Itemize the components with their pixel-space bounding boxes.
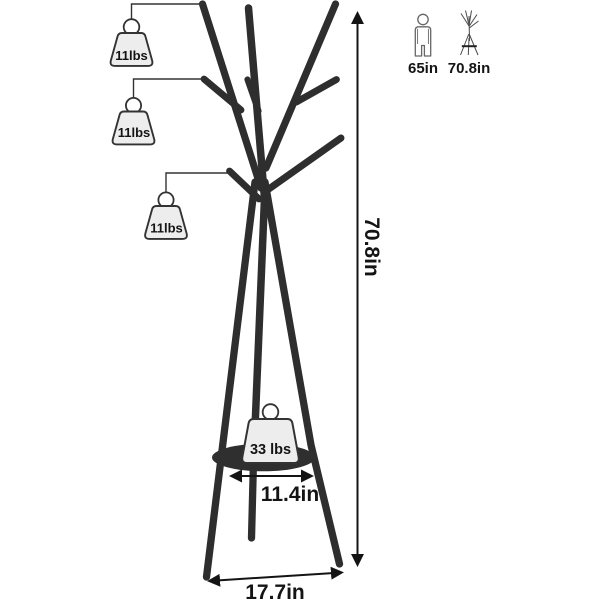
height-dimension: 70.8in bbox=[351, 11, 383, 567]
coat-rack-icon bbox=[460, 13, 470, 27]
weight-connector-line bbox=[165, 172, 230, 193]
weight-icon bbox=[111, 110, 156, 146]
rack-branch-top-right bbox=[262, 0, 340, 172]
hook-weight-1: 11lbs bbox=[109, 3, 203, 67]
coat-rack-icon bbox=[468, 14, 478, 27]
weight-capacity-label: 11lbs bbox=[150, 221, 183, 236]
coat-rack-icon bbox=[468, 15, 470, 42]
shelf-weight: 33 lbs bbox=[241, 403, 300, 464]
height-dimension-label: 70.8in bbox=[360, 217, 383, 277]
dimension-arrow bbox=[207, 566, 344, 587]
rack-branch-right-mid bbox=[262, 134, 345, 195]
rack-branch-stub bbox=[244, 76, 262, 115]
person-height-label: 65in bbox=[408, 60, 438, 77]
weight-connector-line bbox=[130, 3, 203, 20]
coat-rack-icon bbox=[468, 10, 472, 25]
shelf-diameter-dimension: 11.4in bbox=[229, 469, 319, 506]
weight-icon bbox=[241, 418, 300, 464]
hook-weight-2: 11lbs bbox=[111, 78, 203, 146]
coat-rack-icon bbox=[460, 33, 470, 56]
person-icon bbox=[417, 13, 429, 26]
coat-rack bbox=[198, 0, 345, 581]
rack-leg-center bbox=[247, 456, 258, 542]
weight-icon bbox=[144, 205, 188, 240]
weight-capacity-label: 11lbs bbox=[115, 48, 148, 63]
base-width-label: 17.7in bbox=[245, 581, 305, 600]
rack-branch-left-short bbox=[200, 75, 245, 114]
rack-branch-right-short bbox=[293, 76, 340, 106]
shelf-diameter-label: 11.4in bbox=[261, 483, 319, 506]
coat-rack-icon bbox=[468, 33, 479, 56]
hook-weight-3: 11lbs bbox=[144, 172, 230, 240]
rack-leg-left bbox=[202, 178, 259, 581]
weight-capacity-label: 11lbs bbox=[118, 125, 151, 140]
weight-connector-line bbox=[132, 78, 203, 98]
rack-branch-top-left bbox=[198, 0, 265, 192]
size-comparison-rack: 70.8in bbox=[448, 10, 491, 77]
weight-icon bbox=[109, 32, 154, 67]
person-icon bbox=[414, 26, 432, 57]
rack-leg-right bbox=[261, 178, 344, 568]
weight-handle bbox=[261, 403, 280, 421]
coat-rack-icon bbox=[468, 20, 479, 29]
coat-rack-icon bbox=[465, 10, 470, 26]
base-width-dimension: 17.7in bbox=[207, 566, 344, 600]
rack-height-label: 70.8in bbox=[448, 60, 491, 77]
weight-capacity-label: 33 lbs bbox=[250, 442, 291, 458]
size-comparison-person: 65in bbox=[408, 13, 438, 77]
